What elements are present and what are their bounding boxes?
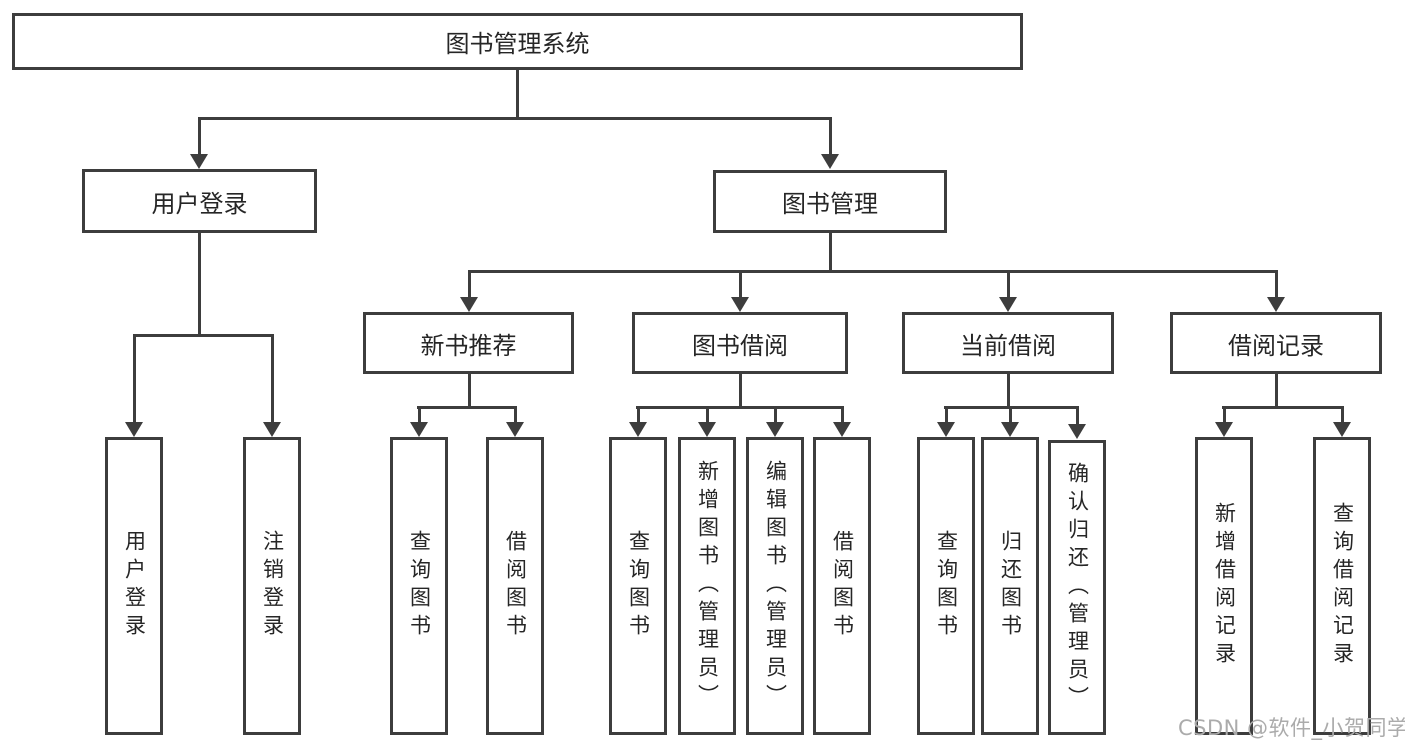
connector-drop-borrowing-records	[1275, 270, 1278, 299]
leaf-return-books: 归还图书	[981, 437, 1039, 735]
leaf-query-books-current: 查询图书	[917, 437, 975, 735]
arrowhead-query-books-current-icon	[937, 422, 955, 437]
node-book-management: 图书管理	[713, 170, 947, 233]
node-book-management-label: 图书管理	[782, 190, 878, 218]
connector-drop-book-borrowing	[739, 270, 742, 299]
arrowhead-user-login-icon	[190, 154, 208, 169]
connector-drop-book-management	[829, 117, 832, 155]
connector-drop-leaf-logout	[271, 334, 274, 424]
leaf-query-books-recommend: 查询图书	[390, 437, 448, 735]
leaf-borrow-books-recommend: 借阅图书	[486, 437, 544, 735]
leaf-borrow-books: 借阅图书	[813, 437, 871, 735]
arrowhead-book-management-icon	[821, 154, 839, 169]
node-user-login: 用户登录	[82, 169, 317, 233]
connector-drop-query-books-recommend	[418, 406, 421, 424]
connector-new-book-recommend-stem	[468, 374, 471, 409]
node-book-borrowing: 图书借阅	[632, 312, 848, 374]
node-borrowing-records: 借阅记录	[1170, 312, 1382, 374]
connector-drop-query-borrow-record	[1341, 406, 1344, 424]
connector-book-management-stem	[829, 233, 832, 273]
connector-user-login-rail	[133, 334, 274, 337]
connector-drop-add-borrow-record	[1223, 406, 1226, 424]
leaf-edit-book-admin: 编辑图书（管理员）	[746, 437, 804, 735]
arrowhead-edit-book-admin-icon	[766, 422, 784, 437]
connector-drop-add-book-admin	[706, 406, 709, 424]
leaf-confirm-return-admin: 确认归还（管理员）	[1048, 440, 1106, 735]
connector-drop-current-borrowing	[1007, 270, 1010, 299]
arrowhead-query-books-borrowing-icon	[629, 422, 647, 437]
arrowhead-borrow-books-icon	[833, 422, 851, 437]
arrowhead-book-borrowing-icon	[731, 297, 749, 312]
arrowhead-add-borrow-record-icon	[1215, 422, 1233, 437]
leaf-add-borrow-record: 新增借阅记录	[1195, 437, 1253, 735]
connector-drop-borrow-books-recommend	[514, 406, 517, 424]
arrowhead-add-book-admin-icon	[698, 422, 716, 437]
node-current-borrowing-label: 当前借阅	[960, 331, 1056, 360]
node-root-system: 图书管理系统	[12, 13, 1023, 70]
connector-drop-edit-book-admin	[774, 406, 777, 424]
connector-drop-query-books-borrowing	[637, 406, 640, 424]
node-new-book-recommend: 新书推荐	[363, 312, 574, 374]
arrowhead-new-book-recommend-icon	[460, 297, 478, 312]
node-borrowing-records-label: 借阅记录	[1228, 331, 1324, 360]
connector-drop-new-book-recommend	[468, 270, 471, 299]
connector-book-borrowing-rail	[636, 406, 844, 409]
leaf-add-book-admin: 新增图书（管理员）	[678, 437, 736, 735]
connector-drop-return-books	[1009, 406, 1012, 424]
connector-level2-rail	[468, 270, 1278, 273]
node-book-borrowing-label: 图书借阅	[692, 331, 788, 360]
node-root-label: 图书管理系统	[445, 30, 590, 58]
arrowhead-current-borrowing-icon	[999, 297, 1017, 312]
csdn-watermark: CSDN @软件_小贺同学	[1178, 716, 1405, 740]
connector-drop-borrow-books	[841, 406, 844, 424]
connector-book-borrowing-stem	[739, 374, 742, 409]
leaf-user-login: 用户登录	[105, 437, 163, 735]
arrowhead-borrowing-records-icon	[1267, 297, 1285, 312]
node-current-borrowing: 当前借阅	[902, 312, 1114, 374]
connector-level1-rail	[198, 117, 832, 120]
connector-user-login-stem	[198, 233, 201, 337]
connector-root-stem	[516, 69, 519, 120]
leaf-query-books-borrowing: 查询图书	[609, 437, 667, 735]
connector-drop-confirm-return-admin	[1076, 406, 1079, 424]
arrowhead-leaf-user-login-icon	[125, 422, 143, 437]
connector-current-borrowing-stem	[1007, 374, 1010, 409]
node-user-login-label: 用户登录	[151, 189, 248, 218]
leaf-query-borrow-record: 查询借阅记录	[1313, 437, 1371, 735]
arrowhead-return-books-icon	[1001, 422, 1019, 437]
connector-borrowing-records-stem	[1275, 374, 1278, 409]
connector-drop-leaf-user-login	[133, 334, 136, 424]
arrowhead-leaf-logout-icon	[263, 422, 281, 437]
arrowhead-query-books-recommend-icon	[410, 422, 428, 437]
arrowhead-query-borrow-record-icon	[1333, 422, 1351, 437]
arrowhead-borrow-books-recommend-icon	[506, 422, 524, 437]
connector-drop-query-books-current	[945, 406, 948, 424]
leaf-logout: 注销登录	[243, 437, 301, 735]
arrowhead-confirm-return-admin-icon	[1068, 424, 1086, 439]
connector-borrowing-records-rail	[1222, 406, 1344, 409]
node-new-book-recommend-label: 新书推荐	[420, 331, 517, 360]
connector-new-book-recommend-rail	[417, 406, 517, 409]
connector-drop-user-login	[198, 117, 201, 155]
